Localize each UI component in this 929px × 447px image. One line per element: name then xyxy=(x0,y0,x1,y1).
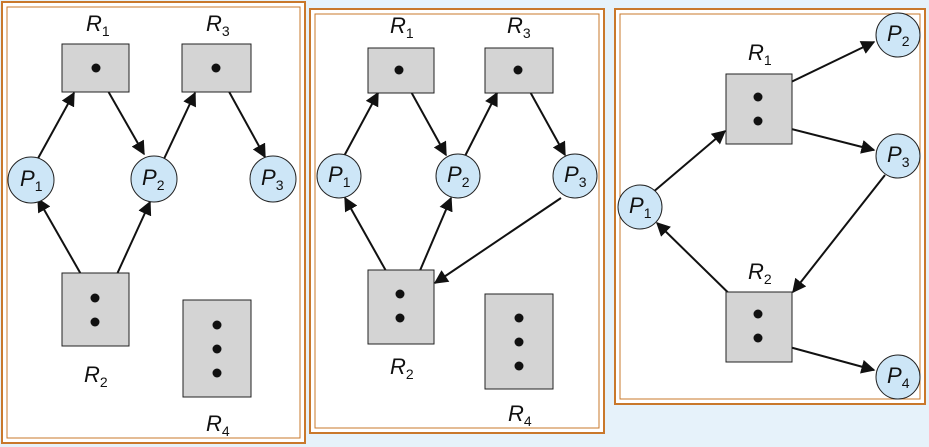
panel-2: R1 R3 R2 R4 P1 P2 P3 xyxy=(309,8,605,434)
panel-2-r4-instance-dot xyxy=(514,361,524,371)
panel-1-edge-p2-r3 xyxy=(162,91,196,162)
panel-3-label-r2: R2 xyxy=(748,259,772,287)
panel-3-edge-p1-r1 xyxy=(651,130,727,194)
panel-3-process-p3 xyxy=(875,133,921,179)
panel-1-r4-instance-dot xyxy=(212,320,222,330)
panel-1-edge-p1-r1 xyxy=(35,91,75,163)
panel-2-label-p1: P1 xyxy=(328,162,351,190)
panel-3: R1 R2 P1 P2 P3 P4 xyxy=(614,8,926,405)
panel-1-r4-instance-dot xyxy=(212,344,222,354)
panel-2-process-p1 xyxy=(316,153,362,199)
panel-1-resource-r2 xyxy=(61,272,130,347)
panel-3-r1-instance-dot xyxy=(753,92,763,102)
panel-2-process-p2 xyxy=(435,153,481,199)
panel-2-r4-instance-dot xyxy=(514,337,524,347)
panel-3-resource-r1 xyxy=(725,73,793,145)
panel-1-r4-instance-dot xyxy=(212,368,222,378)
panel-1-inner-frame xyxy=(6,6,301,439)
panel-3-r1-instance-dot xyxy=(753,116,763,126)
panel-1-frame xyxy=(1,1,306,444)
panel-1-label-r3: R3 xyxy=(206,11,230,39)
panel-3-label-p3: P3 xyxy=(887,142,910,170)
panel-1-process-p3 xyxy=(249,155,297,203)
panel-2-resource-r2 xyxy=(367,269,435,345)
panel-1: R1 R3 R2 R4 P1 P2 P3 xyxy=(1,1,306,444)
panel-1-label-r4: R4 xyxy=(206,411,230,439)
panel-1-r2-instance-dot xyxy=(90,293,100,303)
panel-3-process-p1 xyxy=(617,184,663,230)
panel-1-r1-instance-dot xyxy=(91,63,101,73)
panel-3-edge-p3-r2 xyxy=(792,174,886,294)
panel-2-label-r2: R2 xyxy=(390,354,414,382)
panel-2-label-r1: R1 xyxy=(390,13,414,41)
panel-3-process-p4 xyxy=(875,354,921,400)
panel-1-label-r2: R2 xyxy=(84,362,108,390)
panel-2-edge-p3-r2 xyxy=(433,197,562,284)
panel-2-edge-p2-r3 xyxy=(463,91,498,159)
panel-1-r2-instance-dot xyxy=(90,317,100,327)
panel-2-inner-frame xyxy=(314,13,600,429)
panel-3-label-p1: P1 xyxy=(629,193,652,221)
panel-3-label-p2: P2 xyxy=(887,21,910,49)
panel-3-label-r1: R1 xyxy=(748,40,772,68)
panel-2-r2-instance-dot xyxy=(395,313,405,323)
panel-3-r2-instance-dot xyxy=(753,333,763,343)
panel-1-r3-instance-dot xyxy=(211,63,221,73)
panel-1-label-p2: P2 xyxy=(142,165,165,193)
panel-2-label-p2: P2 xyxy=(447,162,470,190)
panel-3-process-p2 xyxy=(875,12,921,58)
panel-2-process-p3 xyxy=(552,153,598,199)
panel-3-label-p4: P4 xyxy=(887,363,910,391)
panel-2-label-p3: P3 xyxy=(564,162,587,190)
panel-2-label-r3: R3 xyxy=(507,13,531,41)
panel-1-process-p1 xyxy=(7,156,55,204)
panel-2-label-r4: R4 xyxy=(508,401,532,429)
panel-2-frame xyxy=(309,8,605,434)
panel-2-r3-instance-dot xyxy=(513,65,523,75)
panel-2-r1-instance-dot xyxy=(394,65,404,75)
panel-2-r4-instance-dot xyxy=(514,313,524,323)
panel-2-r2-instance-dot xyxy=(395,289,405,299)
panel-1-label-p3: P3 xyxy=(261,165,284,193)
panel-1-label-r1: R1 xyxy=(86,11,110,39)
panel-3-r2-instance-dot xyxy=(753,309,763,319)
panel-2-edge-p1-r1 xyxy=(342,91,379,159)
panel-1-label-p1: P1 xyxy=(20,166,43,194)
panel-3-resource-r2 xyxy=(725,291,793,363)
panel-1-process-p2 xyxy=(130,155,178,203)
